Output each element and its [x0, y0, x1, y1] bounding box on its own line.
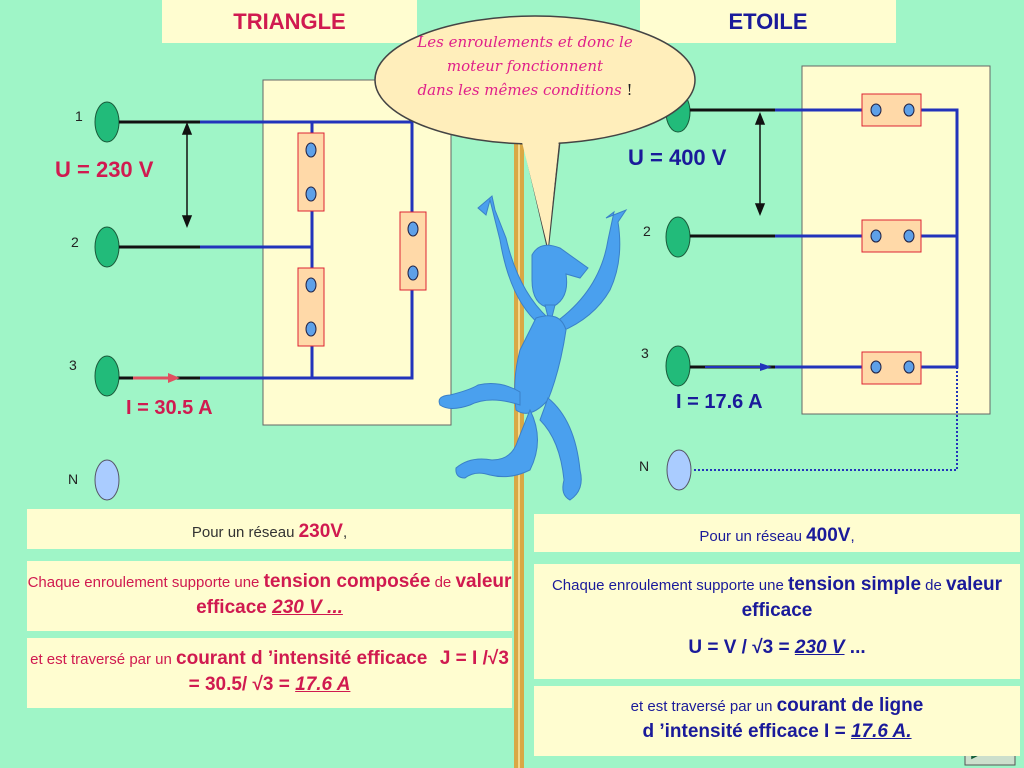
triangle-supports-box: Chaque enroulement supporte une tension …: [27, 561, 512, 631]
triangle-network-box: Pour un réseau 230V,: [27, 509, 512, 549]
etoile-crossed-prefix: et est traversé par un: [630, 698, 777, 715]
triangle-windings: [297, 132, 427, 347]
triangle-crossed-bold: courant d ’intensité efficace: [176, 648, 428, 669]
etoile-supports-de: de: [921, 577, 947, 594]
bubble-line-2: moteur fonctionnent: [446, 57, 604, 75]
triangle-terminal-n: [94, 459, 120, 501]
triangle-voltage-label: U = 230 V: [55, 157, 154, 182]
triangle-network-prefix: Pour un réseau: [191, 524, 299, 541]
triangle-network-suffix: ,: [342, 524, 348, 541]
triangle-network-value: 230V: [298, 521, 343, 542]
etoile-voltage-label: U = 400 V: [628, 145, 727, 170]
etoile-supports-bold1: tension simple: [787, 574, 922, 595]
etoile-title: ETOILE: [640, 0, 896, 43]
triangle-label-3: 3: [69, 357, 77, 373]
etoile-formula-value: 230 V: [794, 637, 845, 659]
etoile-terminal-n: [666, 449, 692, 491]
triangle-title: TRIANGLE: [162, 0, 417, 43]
bubble-text: Les enroulements et donc le moteur fonct…: [395, 30, 655, 102]
dancing-figure: [438, 195, 628, 501]
triangle-supports-bold2: valeur efficace: [196, 571, 512, 618]
triangle-terminal-1: [94, 101, 120, 143]
triangle-current-label: I = 30.5 A: [126, 397, 213, 419]
etoile-network-prefix: Pour un réseau: [699, 528, 807, 545]
etoile-terminal-2: [665, 216, 691, 258]
etoile-label-n: N: [639, 458, 650, 474]
triangle-crossed-formula: J = I /√3 = 30.5/ √3 =: [188, 648, 509, 695]
etoile-network-suffix: ,: [850, 528, 855, 545]
triangle-terminal-3: [94, 355, 120, 397]
triangle-label-2: 2: [71, 234, 79, 250]
etoile-network-box: Pour un réseau 400V,: [534, 514, 1020, 552]
triangle-voltage-arrow: [181, 121, 193, 229]
etoile-voltage-arrow: [754, 111, 766, 217]
etoile-wiring: [775, 108, 959, 369]
triangle-crossed-prefix: et est traversé par un: [30, 651, 177, 668]
triangle-supports-de: de: [430, 574, 456, 591]
etoile-formula-prefix: U = V / √3 =: [688, 637, 795, 659]
triangle-crossed-value: 17.6 A: [295, 673, 351, 695]
etoile-crossed-value: 17.6 A.: [850, 720, 912, 742]
triangle-supports-prefix: Chaque enroulement supporte une: [27, 574, 264, 591]
bubble-line-3: dans les mêmes conditions: [417, 81, 622, 99]
triangle-supports-value: 230 V ...: [272, 596, 343, 618]
etoile-terminal-3: [665, 345, 691, 387]
etoile-crossed-bold2: d ’intensité efficace I =: [642, 720, 851, 742]
etoile-label-3: 3: [641, 345, 649, 361]
etoile-label-2: 2: [643, 223, 651, 239]
etoile-crossed-box: et est traversé par un courant de ligne …: [534, 686, 1020, 756]
etoile-current-label: I = 17.6 A: [676, 391, 763, 413]
etoile-windings: [861, 93, 922, 385]
speech-bubble: [374, 15, 696, 251]
etoile-current-arrow: [705, 363, 772, 371]
triangle-terminal-2: [94, 226, 120, 268]
etoile-supports-box: Chaque enroulement supporte une tension …: [534, 564, 1020, 679]
etoile-network-value: 400V: [806, 525, 851, 546]
triangle-current-arrow: [133, 373, 180, 383]
triangle-label-n: N: [68, 471, 79, 487]
etoile-formula-line: U = V / √3 = 230 V ...: [534, 635, 1020, 661]
triangle-crossed-box: et est traversé par un courant d ’intens…: [27, 638, 512, 708]
bubble-exclamation: !: [621, 81, 633, 99]
etoile-supports-prefix: Chaque enroulement supporte une: [551, 577, 788, 594]
bubble-line-1: Les enroulements et donc le: [417, 33, 633, 51]
triangle-supports-bold1: tension composée: [263, 571, 431, 592]
next-slide-button[interactable]: [965, 715, 1015, 765]
etoile-formula-suffix: ...: [844, 637, 866, 659]
etoile-supports-bold2: valeur efficace: [741, 574, 1003, 621]
triangle-label-1: 1: [75, 108, 83, 124]
etoile-crossed-bold1: courant de ligne: [776, 695, 924, 716]
